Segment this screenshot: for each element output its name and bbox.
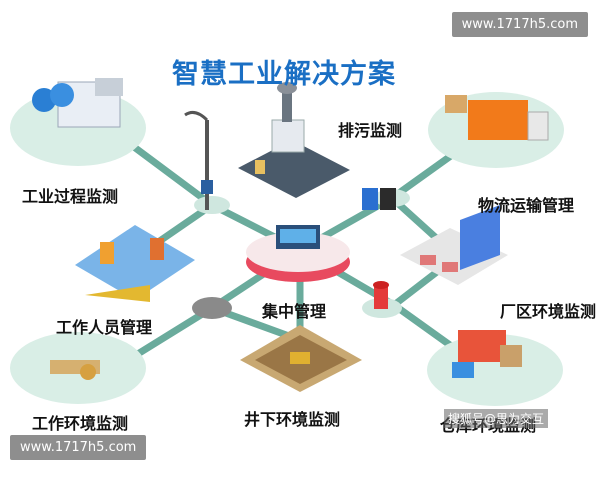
watermark-top: www.1717h5.com: [451, 12, 588, 37]
platform-pollution: [238, 82, 350, 198]
manhole-junction: [192, 297, 232, 319]
label-logistics: 物流运输管理: [478, 196, 575, 215]
label-worker: 工作人员管理: [56, 318, 153, 337]
platform-logistics: [428, 92, 564, 168]
junction-hub: [194, 196, 230, 214]
trash-bins: [362, 188, 396, 210]
platform-worker: [75, 225, 195, 302]
center-hub: [246, 225, 350, 282]
label-center: 集中管理: [262, 302, 327, 321]
page-title: 智慧工业解决方案: [172, 59, 396, 90]
label-pollution: 排污监测: [338, 121, 403, 140]
platform-industrial-process: [10, 78, 146, 166]
credit-watermark: 搜狐号@思为交互: [443, 409, 548, 428]
label-work-environment: 工作环境监测: [32, 414, 129, 433]
platform-factory: [400, 205, 508, 285]
fire-hydrant: [373, 281, 389, 309]
platform-work-environment: [10, 332, 146, 404]
label-industrial-process: 工业过程监测: [22, 187, 119, 206]
watermark-bottom: www.1717h5.com: [10, 435, 147, 460]
platform-underground: [240, 325, 362, 392]
platform-warehouse: [427, 330, 563, 406]
street-lamp: [184, 110, 213, 210]
label-factory: 厂区环境监测: [500, 302, 597, 321]
label-underground: 井下环境监测: [244, 410, 341, 429]
